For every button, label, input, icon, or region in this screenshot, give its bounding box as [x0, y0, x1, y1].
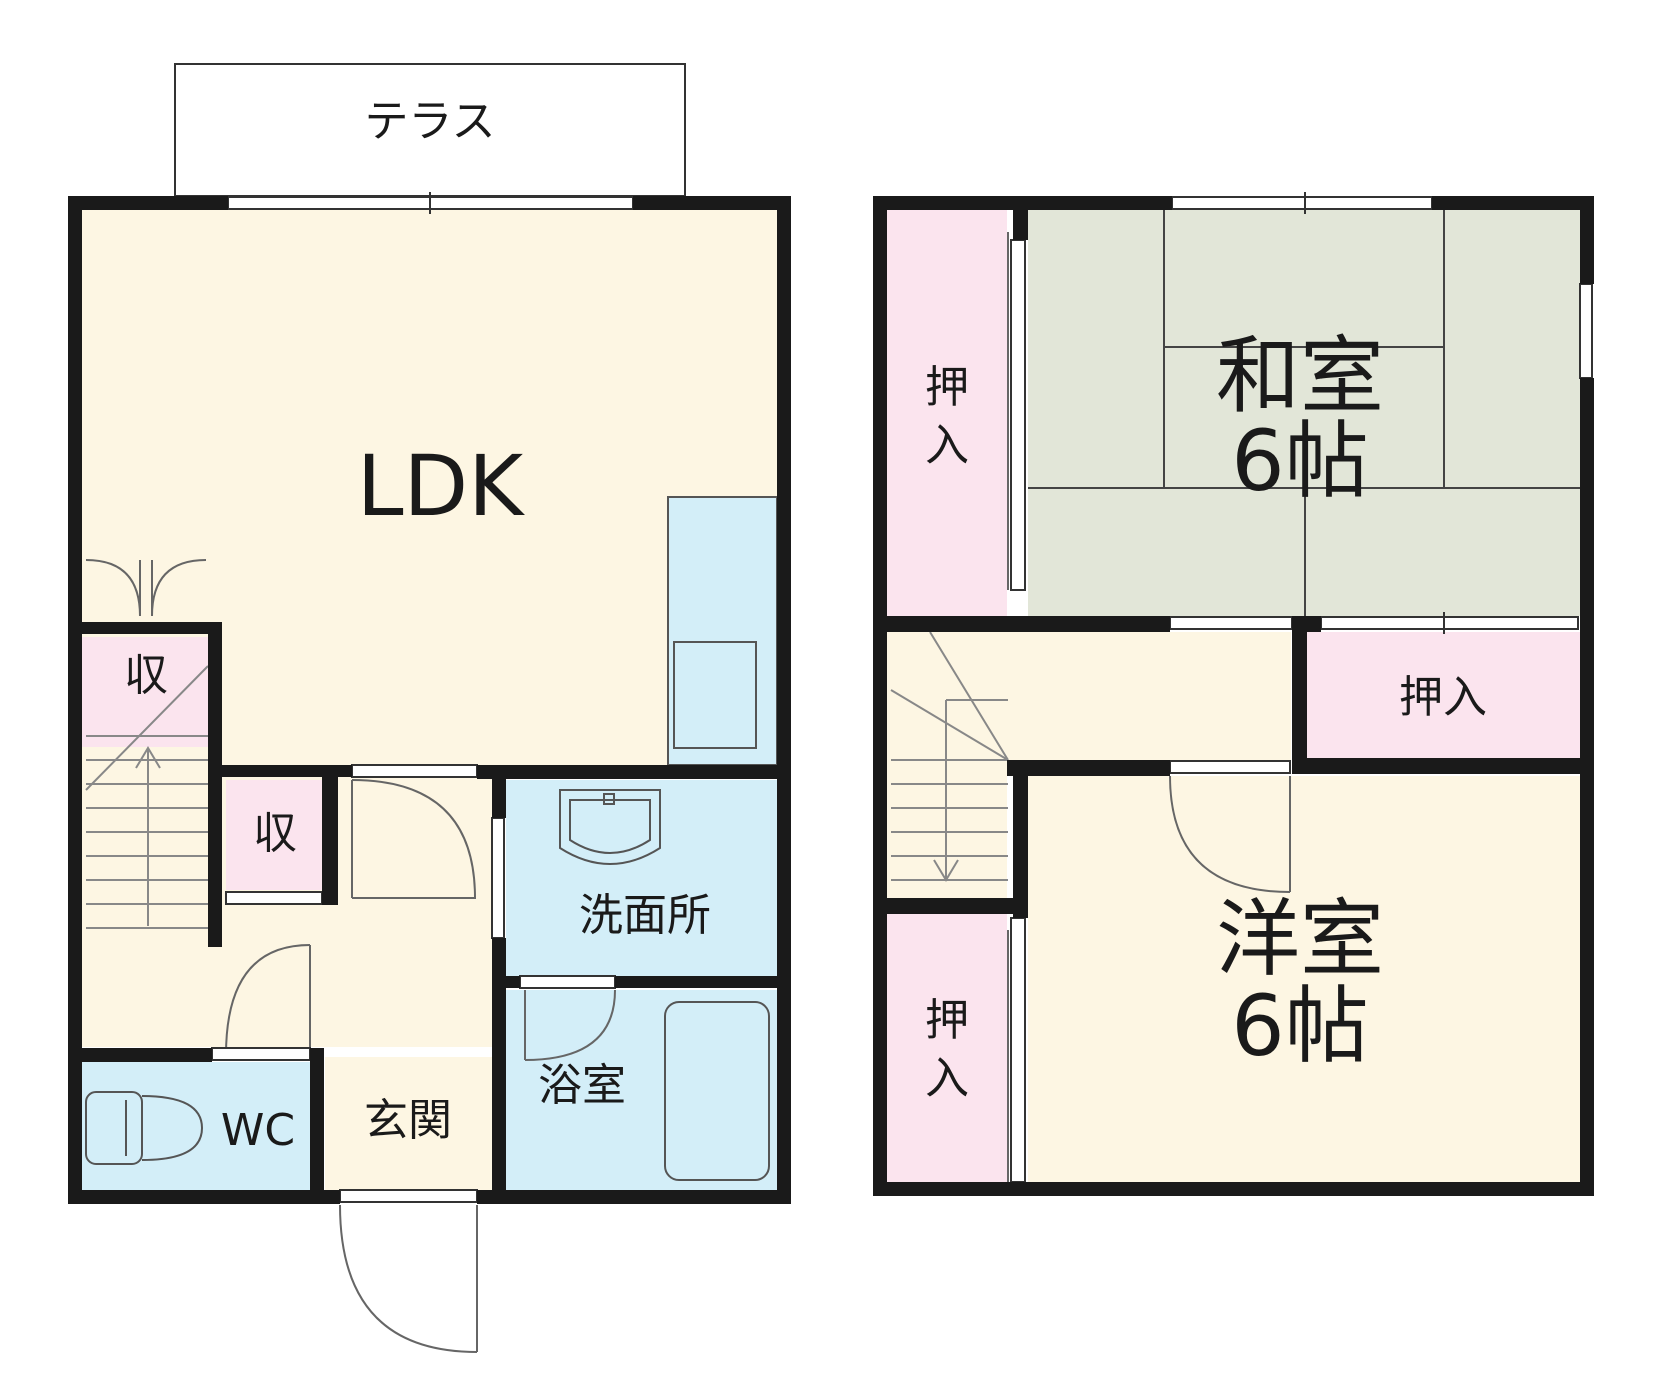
floor-2: 和室 6帖 洋室 6帖 押 入 押入 押 入 [873, 192, 1594, 1196]
washroom-room [506, 780, 777, 976]
kitchen-counter [667, 496, 778, 766]
doors-floor1 [85, 559, 616, 1353]
toilet-icon [85, 1091, 204, 1165]
ldk-label: LDK [357, 437, 525, 535]
closet-top-left [887, 210, 1007, 616]
washitsu-size: 6帖 [1231, 412, 1368, 510]
closet-bottom-left-char-2: 入 [925, 1053, 969, 1104]
closet-middle-label: 押入 [1399, 672, 1487, 723]
closet-bottom-left [887, 914, 1007, 1182]
stairs-floor2 [890, 631, 1009, 882]
entrance-room [325, 1057, 492, 1190]
storage-lower [226, 780, 322, 890]
entrance-label: 玄関 [364, 1095, 452, 1146]
washbasin-icon [559, 789, 661, 865]
floor-1: テラス LDK 収 収 洗面所 浴室 WC 玄関 [68, 63, 791, 1353]
stairs-floor1 [85, 665, 209, 929]
terrace [174, 63, 686, 197]
bathtub [664, 1001, 770, 1181]
storage-lower-label: 収 [253, 808, 297, 859]
bath-room [506, 990, 777, 1190]
sink-box [673, 641, 757, 749]
closet-middle [1307, 632, 1580, 758]
walls-floor2 [873, 196, 1594, 1196]
tatami-lines [1028, 210, 1580, 616]
doors-floor2 [1007, 232, 1291, 1182]
washroom-label: 洗面所 [579, 890, 711, 941]
washitsu-name: 和室 [1216, 327, 1384, 425]
openings-floor2 [1010, 192, 1593, 1183]
youshitsu-size: 6帖 [1231, 977, 1368, 1075]
bath-label: 浴室 [538, 1060, 626, 1111]
terrace-label: テラス [364, 96, 495, 147]
wc-label: WC [221, 1105, 295, 1156]
storage-upper-label: 収 [124, 650, 168, 701]
openings-floor1 [211, 192, 634, 1203]
youshitsu-name: 洋室 [1216, 890, 1384, 988]
closet-top-left-char-2: 入 [925, 420, 969, 471]
wc-room [82, 1062, 310, 1190]
walls-floor1 [68, 196, 791, 1204]
youshitsu-room [1028, 776, 1580, 1182]
closet-top-left-char-1: 押 [925, 362, 969, 413]
closet-bottom-left-char-1: 押 [925, 995, 969, 1046]
